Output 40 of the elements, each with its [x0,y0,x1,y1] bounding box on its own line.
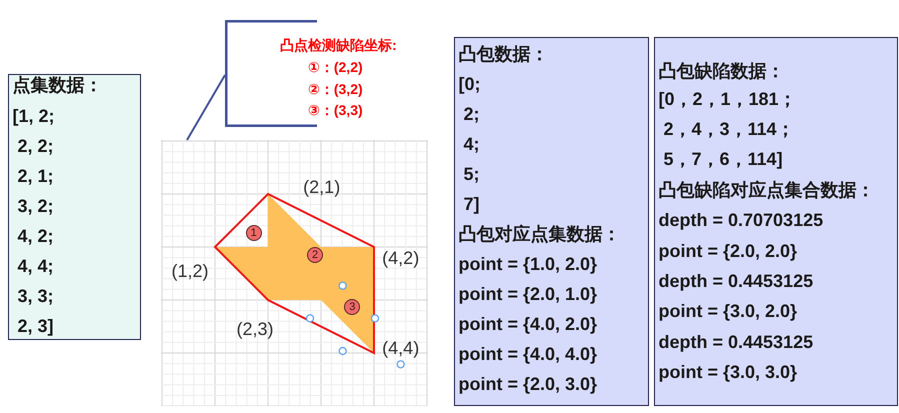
data-line: 2, 3] [16,316,54,336]
data-line: [1, 2; [12,106,55,126]
data-line: 4; [462,134,480,154]
panel-heading: 凸包缺陷对应点集合数据： [658,180,874,200]
data-line: point = {2.0, 1.0} [458,284,598,304]
data-line: point = {3.0, 2.0} [658,301,798,322]
data-line: 5; [462,164,480,184]
panel-heading: 凸包数据： [458,44,548,64]
data-line: 3, 2; [16,196,54,216]
data-line: 2，4，3，114； [662,118,795,139]
data-line: [0，2，1，181； [658,88,797,108]
data-line: depth = 0.4453125 [658,270,814,291]
data-line: point = {3.0, 3.0} [658,362,798,382]
data-line: depth = 0.4453125 [658,332,814,352]
data-line: 4, 2; [16,226,54,246]
panel-heading: 凸包对应点集数据： [458,224,620,244]
data-line: 3, 3; [16,286,54,306]
panel-heading: 凸包缺陷数据： [658,60,784,80]
data-panel [454,37,649,406]
data-line: 2, 1; [16,166,54,186]
data-line: point = {2.0, 3.0} [458,374,598,394]
data-line: [0; [458,74,480,94]
data-line: 5，7，6，114] [662,149,783,170]
panel-heading: 点集数据： [12,74,102,94]
data-panel [8,74,141,340]
data-line: point = {1.0, 2.0} [458,254,598,274]
data-line: 4, 4; [16,256,54,276]
callout-title: 凸点检测缺陷坐标: [280,36,397,55]
data-line: 7] [462,194,480,214]
data-line: point = {2.0, 2.0} [658,240,798,260]
callout-text: ②：(3,2) [308,80,363,98]
data-line: 2; [462,104,480,124]
leader-line [186,74,226,140]
data-line: point = {4.0, 4.0} [458,344,598,364]
data-line: depth = 0.70703125 [658,210,824,230]
callout-text: ③：(3,3) [308,101,363,120]
data-panel [654,37,898,406]
callout-text: ①：(2,2) [308,58,363,77]
data-line: point = {4.0, 2.0} [458,314,598,334]
data-line: 2, 2; [16,136,54,156]
